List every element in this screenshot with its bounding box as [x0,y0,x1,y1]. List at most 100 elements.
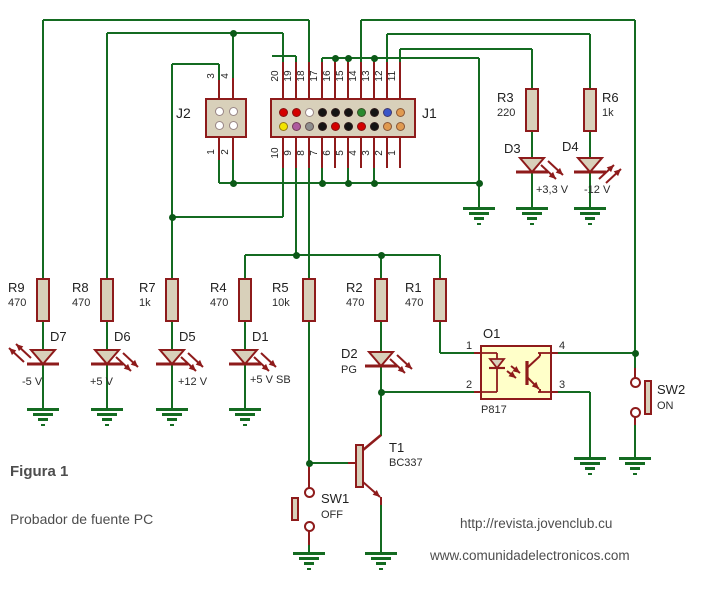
transistor-symbol [355,434,382,498]
led-label-D3: D3 [504,141,521,156]
led-label-D1: D1 [252,329,269,344]
pin-number: 20 [270,70,281,82]
pin-number: 9 [283,150,294,156]
sw2-state: ON [657,400,674,412]
ground-symbol [27,408,59,411]
wire [380,322,382,352]
ground-symbol [365,552,397,555]
wire [308,168,310,278]
wire [295,56,297,62]
resistor-value-R7: 1k [139,297,151,309]
j2-pin-3 [214,106,224,116]
wire [321,168,323,183]
junction-dot [229,179,237,187]
j1-pin-19 [291,107,301,117]
wire [308,20,310,62]
ground-symbol [162,413,182,416]
wire [347,168,349,183]
resistor-R8 [100,278,114,322]
wire [218,80,220,98]
wire [282,168,284,217]
resistor-label-R1: R1 [405,280,422,295]
j2-connector-body [205,98,247,138]
led-voltage-D3: +3,3 V [536,184,569,196]
url-revista: http://revista.jovenclub.cu [460,516,613,531]
ground-symbol [229,408,261,411]
ground-symbol [371,557,391,560]
j1-label: J1 [422,105,437,121]
j1-pin-10 [278,121,288,131]
sw2-contact [629,376,641,388]
led-voltage-D5: +12 V [178,376,208,388]
j1-pin-2 [382,121,392,131]
wire [552,352,558,354]
wire [347,138,349,168]
wire [218,138,220,160]
junction-dot [631,349,639,357]
transistor-part: BC337 [389,457,423,469]
wire [387,33,590,35]
ground-symbol [379,568,383,570]
wire [360,62,362,98]
led-voltage-D6: +5 V [90,376,113,388]
resistor-value-R3: 220 [497,107,516,119]
wire [474,391,480,393]
sw2-contact [629,406,641,418]
junction-dot [344,179,352,187]
junction-dot [168,213,176,221]
resistor-R3 [525,88,539,132]
opto-pin-1: 1 [466,340,473,352]
wire [308,138,310,168]
pin-number: 2 [374,150,385,156]
ground-symbol [299,557,319,560]
ground-symbol [474,217,484,220]
wire [43,19,309,21]
ground-symbol [97,413,117,416]
wire [531,132,533,158]
led-D3 [516,157,564,180]
resistor-value-R9: 470 [8,297,27,309]
j1-pin-4 [356,121,366,131]
resistor-R5 [302,278,316,322]
wire [347,62,349,98]
sw2-plate [644,380,652,415]
j1-pin-12 [382,107,392,117]
ground-symbol [588,223,592,225]
wire [272,55,296,57]
optocoupler-internals [480,352,552,393]
resistor-value-R6: 1k [602,107,614,119]
pin-number: 4 [348,150,359,156]
pin-number: 12 [374,70,385,82]
resistor-value-R1: 470 [405,297,424,309]
j1-pin-20 [278,107,288,117]
wire [308,62,310,98]
resistor-R1 [433,278,447,322]
wire [531,49,533,88]
ground-symbol [102,418,112,421]
wire [386,62,388,98]
ground-symbol [630,467,640,470]
wire [634,416,636,425]
wire [348,462,357,464]
wire [321,58,323,62]
sw2-name: SW2 [657,382,686,397]
pin-number: 4 [220,73,231,79]
wire [42,364,44,408]
wire [399,138,401,168]
wire [361,19,635,21]
wire [381,391,474,393]
wire [321,62,323,98]
resistor-value-R4: 470 [210,297,229,309]
pin-number: 3 [361,150,372,156]
wire [380,366,382,436]
wire [42,20,44,278]
opto-pin-3: 3 [559,379,566,391]
wire [172,216,283,218]
led-D1 [229,349,277,372]
junction-dot [370,179,378,187]
j2-label: J2 [176,105,191,121]
led-label-D5: D5 [179,329,196,344]
ground-symbol [625,462,645,465]
ground-symbol [469,212,489,215]
resistor-R4 [238,278,252,322]
